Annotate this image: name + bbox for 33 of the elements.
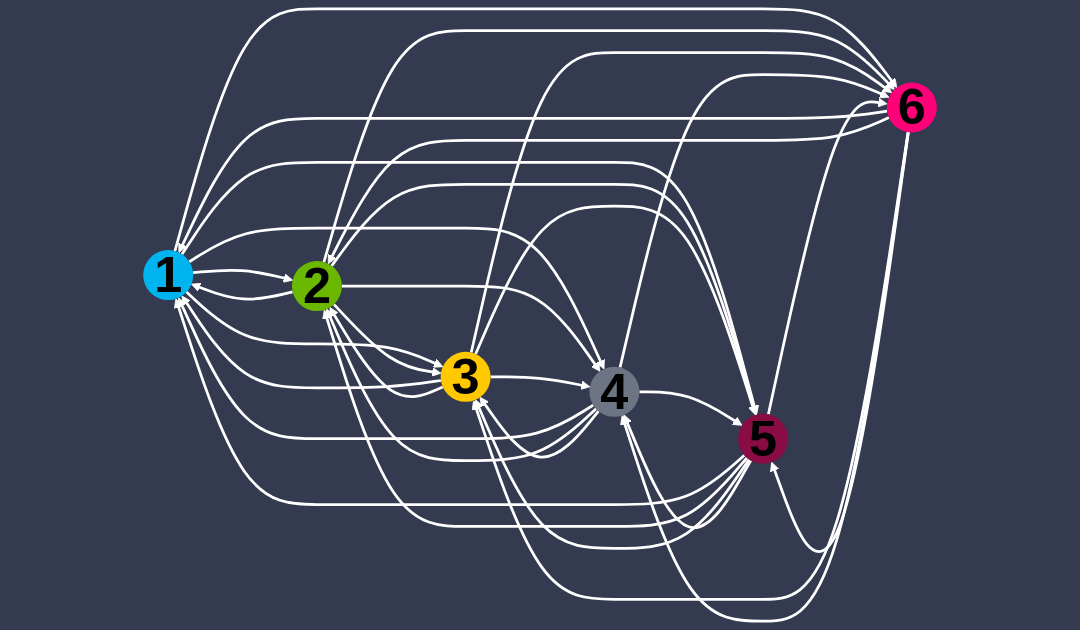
node-circle: 1 xyxy=(143,250,194,301)
arrow xyxy=(188,226,605,370)
arrow xyxy=(322,309,748,528)
arrow xyxy=(767,97,888,415)
arrow xyxy=(620,132,910,623)
arrow xyxy=(770,132,910,553)
arrow xyxy=(177,297,594,441)
arrow xyxy=(474,399,751,550)
node-circle: 4 xyxy=(589,366,640,417)
arrow xyxy=(185,291,444,368)
arrow xyxy=(622,414,752,529)
node-circle: 5 xyxy=(738,413,789,464)
arrow xyxy=(341,284,601,372)
arrow xyxy=(329,307,444,398)
arrow xyxy=(173,7,898,252)
arrow xyxy=(639,390,743,426)
arrow xyxy=(618,73,890,368)
arrow xyxy=(192,268,294,283)
arrow xyxy=(479,396,600,459)
arrow xyxy=(332,303,442,377)
arrow xyxy=(174,298,746,506)
node-circle: 2 xyxy=(291,261,342,312)
arrow xyxy=(322,29,895,263)
arrow xyxy=(191,282,293,301)
node-circle: 6 xyxy=(886,82,937,133)
node-circle: 3 xyxy=(440,351,491,402)
arrow xyxy=(490,375,591,390)
arrow xyxy=(325,308,597,462)
arrow xyxy=(178,109,888,253)
arrow xyxy=(469,51,893,353)
arrow xyxy=(327,116,890,265)
arrow xyxy=(181,295,442,390)
arrow xyxy=(471,132,910,601)
